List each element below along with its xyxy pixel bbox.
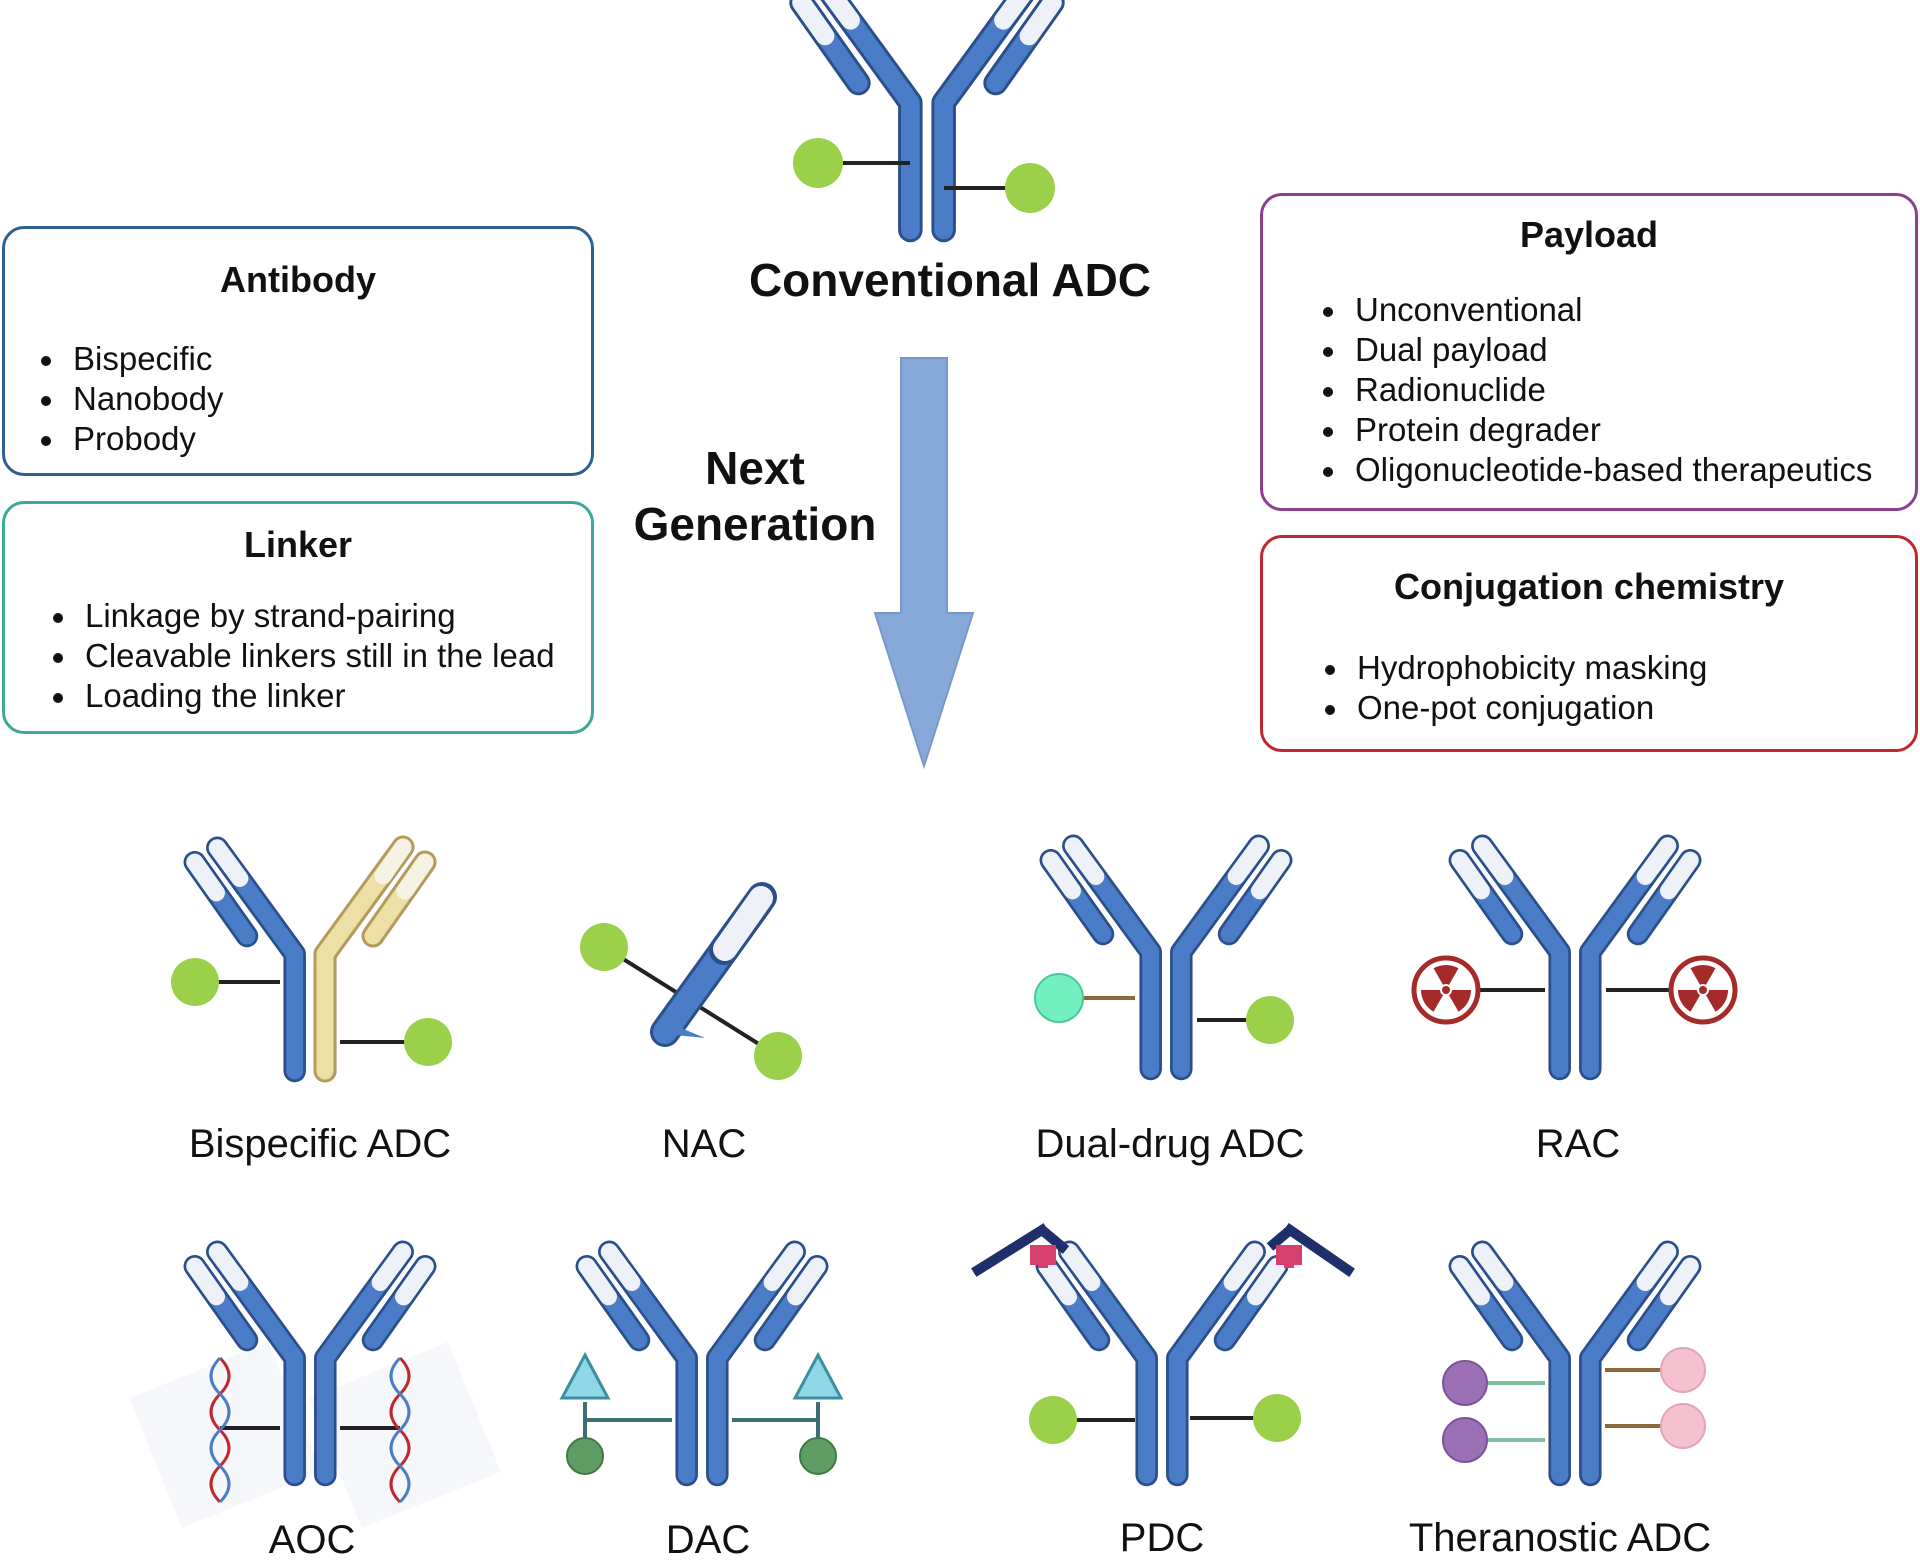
- payload-green-icon: [1029, 1396, 1077, 1444]
- next-generation-label: Next Generation: [610, 440, 900, 552]
- bispecific-adc-icon: [171, 835, 452, 1083]
- card-title: Conjugation chemistry: [1393, 566, 1785, 607]
- nac-icon: [580, 882, 802, 1080]
- format-label-dual-drug-adc: Dual-drug ADC: [1035, 1122, 1305, 1166]
- payload-green-icon: [754, 1032, 802, 1080]
- degrader-icon: [566, 1437, 604, 1475]
- next-generation-line2: Generation: [633, 498, 877, 550]
- card-title: Antibody: [220, 259, 376, 300]
- dual-drug-adc-icon: [1034, 846, 1294, 1069]
- card-list: Linkage by strand-pairing Cleavable link…: [5, 596, 591, 716]
- dac-icon: [559, 1252, 844, 1475]
- triangle-icon: [559, 1351, 611, 1400]
- conventional-adc-icon: [793, 0, 1055, 230]
- imaging-agent-icon: [1442, 1360, 1488, 1406]
- payload-green-icon: [171, 958, 219, 1006]
- payload-green-icon: [793, 138, 843, 188]
- payload-card: Payload Unconventional Dual payload Radi…: [1260, 193, 1918, 511]
- card-title: Payload: [1519, 214, 1659, 255]
- card-title: Linker: [243, 524, 353, 565]
- payload-green-icon: [404, 1018, 452, 1066]
- list-item: Radionuclide: [1315, 370, 1915, 410]
- pdc-icon: [971, 1223, 1355, 1475]
- rac-icon: [1414, 846, 1735, 1069]
- format-label-nac: NAC: [661, 1122, 747, 1166]
- list-item: Protein degrader: [1315, 410, 1915, 450]
- next-generation-arrow-icon: [873, 357, 975, 770]
- mask-peptide-icon: [1276, 1245, 1302, 1265]
- radionuclide-icon: [1414, 958, 1478, 1022]
- list-item: Loading the linker: [45, 676, 591, 716]
- payload-green-icon: [1246, 996, 1294, 1044]
- card-list: Unconventional Dual payload Radionuclide…: [1263, 290, 1915, 490]
- mask-peptide-icon: [1030, 1245, 1056, 1265]
- payload-green-icon: [1005, 163, 1055, 213]
- antibody-card: Antibody Bispecific Nanobody Probody: [2, 226, 594, 476]
- format-label-aoc: AOC: [268, 1518, 356, 1562]
- format-label-theranostic-adc: Theranostic ADC: [1408, 1516, 1712, 1560]
- triangle-icon: [792, 1351, 844, 1400]
- list-item: Dual payload: [1315, 330, 1915, 370]
- radionuclide-icon: [1671, 958, 1735, 1022]
- degrader-icon: [799, 1437, 837, 1475]
- list-item: Bispecific: [33, 339, 591, 379]
- theranostic-adc-icon: [1442, 1252, 1706, 1475]
- list-item: Probody: [33, 419, 591, 459]
- card-list: Hydrophobicity masking One-pot conjugati…: [1263, 648, 1915, 728]
- payload-green-icon: [1253, 1394, 1301, 1442]
- payload-green-icon: [580, 923, 628, 971]
- aoc-icon: [129, 1252, 501, 1528]
- payload-aqua-icon: [1034, 973, 1084, 1023]
- format-label-rac: RAC: [1535, 1122, 1621, 1166]
- format-label-bispecific-adc: Bispecific ADC: [188, 1122, 452, 1166]
- therapeutic-payload-icon: [1660, 1403, 1706, 1449]
- list-item: Nanobody: [33, 379, 591, 419]
- conjugation-chemistry-card: Conjugation chemistry Hydrophobicity mas…: [1260, 535, 1918, 752]
- format-label-dac: DAC: [665, 1518, 751, 1562]
- list-item: Cleavable linkers still in the lead: [45, 636, 591, 676]
- conventional-adc-label: Conventional ADC: [748, 254, 1152, 306]
- linker-card: Linker Linkage by strand-pairing Cleavab…: [2, 501, 594, 734]
- list-item: Unconventional: [1315, 290, 1915, 330]
- therapeutic-payload-icon: [1660, 1347, 1706, 1393]
- list-item: Oligonucleotide-based therapeutics: [1315, 450, 1915, 490]
- list-item: One-pot conjugation: [1317, 688, 1915, 728]
- format-label-pdc: PDC: [1119, 1516, 1205, 1560]
- imaging-agent-icon: [1442, 1417, 1488, 1463]
- list-item: Hydrophobicity masking: [1317, 648, 1915, 688]
- card-list: Bispecific Nanobody Probody: [5, 339, 591, 459]
- next-generation-line1: Next: [705, 442, 805, 494]
- list-item: Linkage by strand-pairing: [45, 596, 591, 636]
